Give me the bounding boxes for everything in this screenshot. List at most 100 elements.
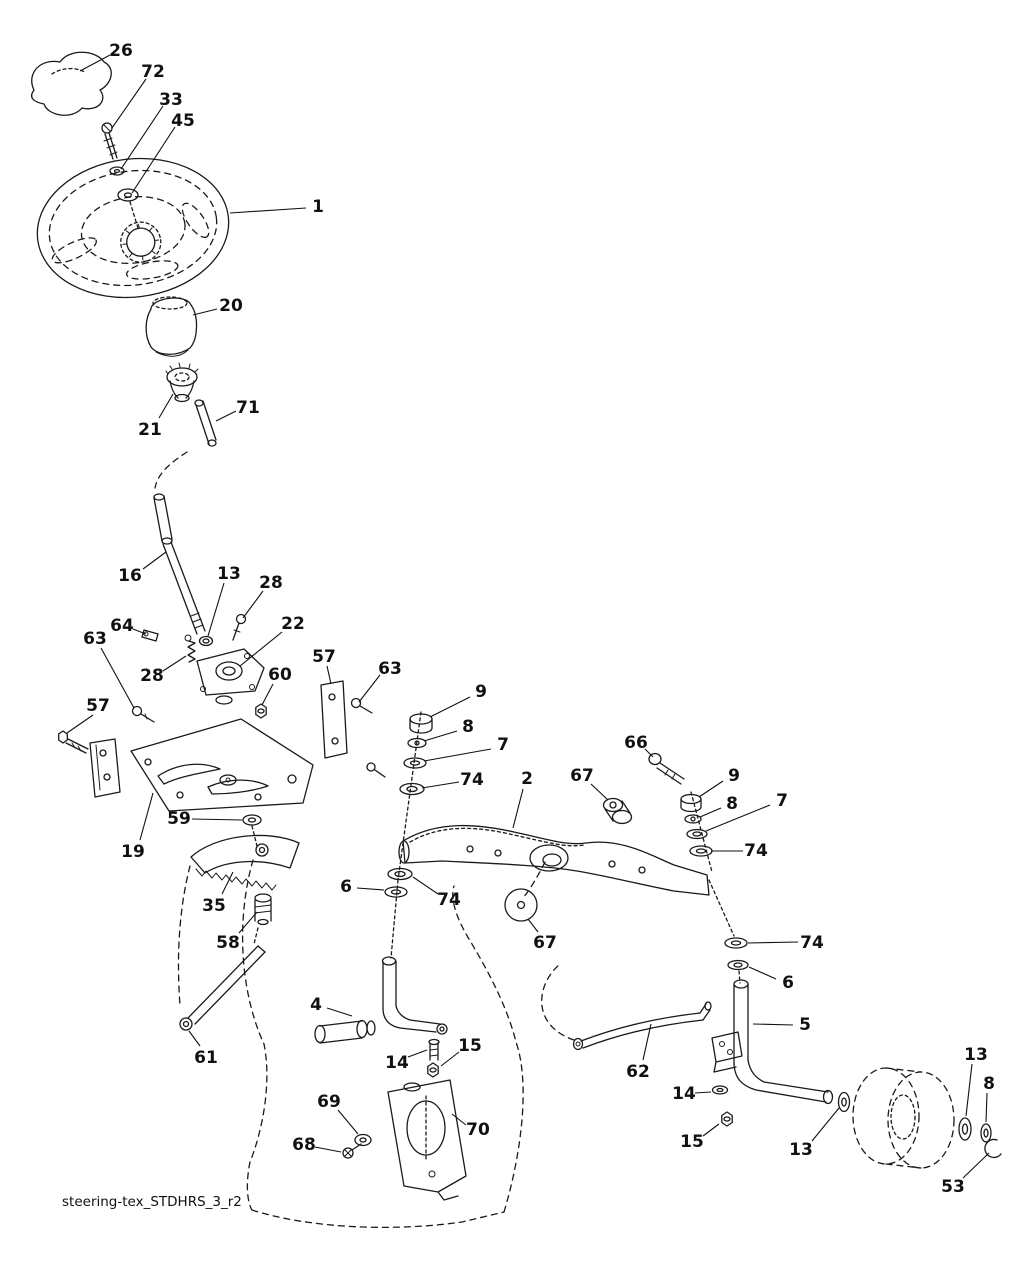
part-number-label: 72	[141, 62, 165, 82]
spring-screw-28-drawing	[184, 613, 247, 663]
leader-line	[752, 1023, 794, 1026]
leader-line	[698, 780, 724, 798]
leader-line	[811, 1107, 840, 1142]
leader-line	[962, 1152, 990, 1179]
keyway-clip-26-drawing	[30, 51, 112, 116]
leader-line	[238, 911, 258, 934]
part-number-label: 58	[216, 933, 240, 953]
bolt-58-drawing	[253, 893, 272, 945]
washer-45-drawing	[117, 188, 139, 229]
part-number-label: 9	[728, 766, 740, 786]
part-number-label: 14	[672, 1084, 696, 1104]
part-number-label: 7	[776, 791, 788, 811]
part-number-label: 74	[460, 770, 484, 790]
steering-plate-19-drawing	[130, 718, 314, 812]
part-number-label: 1	[312, 197, 324, 217]
leader-line	[111, 78, 147, 129]
part-number-label: 26	[109, 41, 133, 61]
washer-69-screw-68-drawing	[342, 1133, 372, 1159]
link-rod-61-drawing	[179, 945, 266, 1031]
part-number-label: 74	[437, 890, 461, 910]
leader-line	[440, 1051, 460, 1067]
part-number-label: 14	[385, 1053, 409, 1073]
part-number-label: 57	[312, 647, 336, 667]
idler-disc-67-drawing	[504, 888, 538, 922]
wheel-hub-drawing	[852, 1067, 955, 1169]
leader-line	[423, 748, 492, 762]
leader-line	[191, 818, 243, 821]
part-number-label: 67	[533, 933, 557, 953]
part-number-label: 6	[340, 877, 352, 897]
shaft-71-drawing	[194, 399, 217, 447]
chassis-dashed-outline	[177, 859, 546, 1228]
leader-lines-layer	[66, 54, 990, 1179]
part-number-label: 63	[378, 659, 402, 679]
part-number-label: 16	[118, 566, 142, 586]
right-bracket-57-63-drawing	[320, 680, 386, 778]
part-number-label: 13	[217, 564, 241, 584]
part-number-label: 59	[167, 809, 191, 829]
part-number-label: 8	[726, 794, 738, 814]
washer-14-nut-15-right-drawing	[711, 1085, 733, 1127]
left-bracket-57-63-drawing	[58, 705, 155, 798]
leader-line	[192, 308, 218, 316]
part-number-label: 74	[744, 841, 768, 861]
part-number-label: 19	[121, 842, 145, 862]
part-number-label: 57	[86, 696, 110, 716]
leader-line	[162, 655, 187, 672]
bracket-70-drawing	[387, 1079, 467, 1201]
leader-line	[120, 105, 164, 170]
leader-line	[326, 665, 332, 685]
leader-line	[66, 714, 94, 734]
part-number-label: 22	[281, 614, 305, 634]
wheel-cap-20-drawing	[145, 296, 198, 357]
part-number-label: 69	[317, 1092, 341, 1112]
leader-line	[356, 887, 385, 891]
leader-line	[644, 748, 654, 758]
part-number-label: 9	[475, 682, 487, 702]
washer-59-drawing	[242, 814, 262, 847]
part-number-label: 61	[194, 1048, 218, 1068]
axle-2-drawing	[398, 824, 710, 896]
leader-line	[512, 788, 524, 829]
leader-line	[261, 683, 274, 706]
leader-line	[79, 54, 111, 72]
leader-line	[229, 207, 307, 214]
leader-line	[239, 631, 283, 667]
part-number-label: 15	[680, 1132, 704, 1152]
leader-line	[699, 807, 722, 818]
left-pivot-stack-drawing	[384, 711, 433, 959]
washer-33-drawing	[109, 166, 125, 176]
bearing-plate-22-drawing	[196, 648, 265, 705]
bolt-14-nut-15-left-drawing	[427, 1038, 440, 1078]
part-number-label: 70	[466, 1120, 490, 1140]
part-number-label: 8	[983, 1074, 995, 1094]
leader-line	[642, 1023, 652, 1061]
part-number-label: 28	[140, 666, 164, 686]
part-number-label: 71	[236, 398, 260, 418]
leader-line	[358, 674, 381, 703]
leader-line	[407, 1049, 428, 1058]
leader-line	[326, 1007, 353, 1017]
leader-line	[985, 1092, 988, 1123]
part-number-label: 74	[800, 933, 824, 953]
part-number-label: 62	[626, 1062, 650, 1082]
spindle-5-drawing	[711, 979, 834, 1105]
leader-line	[100, 647, 135, 709]
part-number-label: 2	[521, 769, 533, 789]
leader-line	[314, 1146, 342, 1153]
leader-line	[747, 941, 799, 944]
leader-line	[694, 1091, 712, 1094]
leader-line	[139, 792, 154, 841]
leader-line	[748, 966, 777, 980]
part-number-label: 66	[624, 733, 648, 753]
leader-line	[412, 876, 439, 895]
retainer-clip-53-drawing	[984, 1138, 1002, 1159]
leader-line	[451, 1113, 467, 1126]
leader-line	[242, 590, 264, 619]
washer-13-axle-drawing	[837, 1091, 851, 1113]
leader-line	[215, 410, 237, 422]
